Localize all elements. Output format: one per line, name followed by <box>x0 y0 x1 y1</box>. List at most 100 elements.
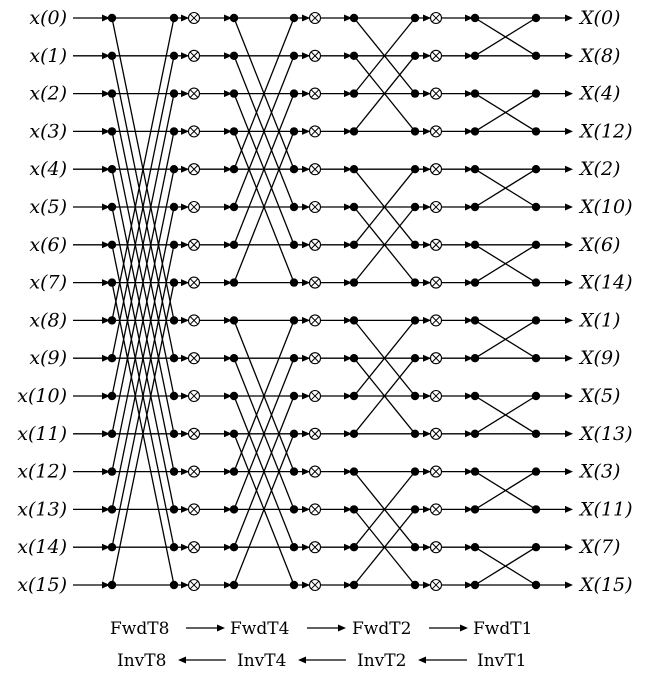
stage-link-arrowhead <box>423 505 431 513</box>
stage-link-arrowhead <box>465 581 473 589</box>
twiddle-multiplier-icon <box>429 389 443 403</box>
stage-captions: FwdT8 FwdT4 FwdT2 FwdT1 InvT8 InvT4 InvT… <box>110 619 532 671</box>
stage-link-arrowhead <box>224 543 232 551</box>
node-dot-icon <box>349 89 359 98</box>
node-dot-icon <box>470 165 480 174</box>
twiddle-multiplier-icon <box>429 125 443 138</box>
node-dot-icon <box>349 543 359 552</box>
twiddle-multiplier-icon <box>308 352 322 365</box>
twiddle-multiplier-icon <box>308 314 322 327</box>
node-dot-icon <box>229 391 239 401</box>
input-label: x(9) <box>29 347 67 369</box>
twiddle-multiplier-icon <box>308 276 322 289</box>
stage-link-arrowhead <box>181 468 189 476</box>
fwd-stage-label-3: FwdT1 <box>473 619 532 639</box>
stage-link-arrowhead <box>423 354 431 362</box>
input-arrowhead <box>102 165 110 173</box>
node-dot-icon <box>289 316 299 325</box>
stage-link-arrowhead <box>224 392 232 400</box>
output-arrowhead <box>565 581 573 589</box>
stage-link-arrowhead <box>344 52 352 60</box>
input-label: x(0) <box>29 7 67 29</box>
stage-link-arrowhead <box>224 52 232 60</box>
input-arrowhead <box>102 127 110 135</box>
node-dot-icon <box>470 13 480 23</box>
twiddle-multiplier-icon <box>429 503 443 516</box>
node-dot-icon <box>349 354 359 363</box>
inv-stage-label-0: InvT8 <box>117 651 166 671</box>
stage-link-arrowhead <box>344 316 352 324</box>
twiddle-multiplier-icon <box>308 87 322 100</box>
stage-link-arrowhead <box>465 165 473 173</box>
butterfly-cross-wire <box>233 320 295 472</box>
stage-link-arrowhead <box>344 241 352 249</box>
twiddle-multiplier-icon <box>429 276 443 289</box>
node-dot-icon <box>169 467 179 476</box>
stage-link-arrowhead <box>181 203 189 211</box>
stage-link-arrowhead <box>181 127 189 135</box>
butterfly-cross-wire <box>111 169 175 472</box>
stage-link-arrowhead <box>344 165 352 173</box>
twiddle-multiplier-icon <box>187 276 201 289</box>
butterfly-cross-wire <box>233 55 295 208</box>
stage-link-arrowhead <box>302 581 310 589</box>
node-dot-icon <box>531 467 541 476</box>
node-dot-icon <box>470 467 480 476</box>
twiddle-multiplier-icon <box>429 541 443 554</box>
input-label: x(12) <box>17 461 67 483</box>
stage-link-arrowhead <box>181 279 189 287</box>
node-dot-icon <box>289 202 299 212</box>
stage-link-arrowhead <box>465 279 473 287</box>
wires-layer <box>73 17 570 586</box>
stage-link-arrowhead <box>465 354 473 362</box>
twiddle-multiplier-icon <box>187 465 201 478</box>
output-arrowhead <box>565 279 573 287</box>
output-label: X(3) <box>578 461 620 483</box>
butterfly-cross-wire <box>111 131 175 434</box>
stage-link-arrowhead <box>181 430 189 438</box>
stage-link-arrowhead <box>344 354 352 362</box>
twiddle-multiplier-icon <box>187 578 201 592</box>
input-arrowhead <box>102 468 110 476</box>
stage-link-arrowhead <box>224 90 232 98</box>
stage-link-arrowhead <box>423 430 431 438</box>
output-arrowhead <box>565 316 573 324</box>
node-dot-icon <box>410 202 420 212</box>
node-dot-icon <box>531 202 541 212</box>
node-dot-icon <box>229 127 239 136</box>
twiddle-multiplier-icon <box>308 578 322 592</box>
stage-link-arrowhead <box>465 505 473 513</box>
node-dot-icon <box>169 127 179 136</box>
node-dot-icon <box>531 13 541 23</box>
stage-link-arrowhead <box>344 468 352 476</box>
butterfly-cross-wire <box>233 357 295 510</box>
stage-link-arrowhead <box>302 316 310 324</box>
twiddle-multiplier-icon <box>308 125 322 138</box>
output-label: X(10) <box>578 196 633 218</box>
node-dot-icon <box>410 505 420 514</box>
output-arrowhead <box>565 52 573 60</box>
input-arrowhead <box>102 52 110 60</box>
butterfly-cross-wire <box>111 93 175 397</box>
stage-link-arrowhead <box>302 127 310 135</box>
node-dot-icon <box>107 354 117 363</box>
node-dot-icon <box>289 505 299 514</box>
node-dot-icon <box>107 89 117 98</box>
twiddle-multiplier-icon <box>187 238 201 251</box>
node-dot-icon <box>169 505 179 514</box>
stage-link-arrowhead <box>224 241 232 249</box>
output-label: X(6) <box>578 234 620 256</box>
twiddle-multiplier-icon <box>187 87 201 100</box>
node-dot-icon <box>531 278 541 287</box>
twiddle-multiplier-icon <box>187 314 201 327</box>
node-dot-icon <box>107 51 117 60</box>
stage-link-arrowhead <box>302 354 310 362</box>
input-arrowhead <box>102 279 110 287</box>
output-label: X(2) <box>578 158 620 180</box>
stage-link-arrowhead <box>302 468 310 476</box>
node-dot-icon <box>169 13 179 23</box>
twiddle-multiplier-icon <box>429 238 443 251</box>
inv-arrowhead-0 <box>178 656 186 664</box>
twiddle-multiplier-icon <box>429 87 443 100</box>
node-dot-icon <box>229 51 239 60</box>
